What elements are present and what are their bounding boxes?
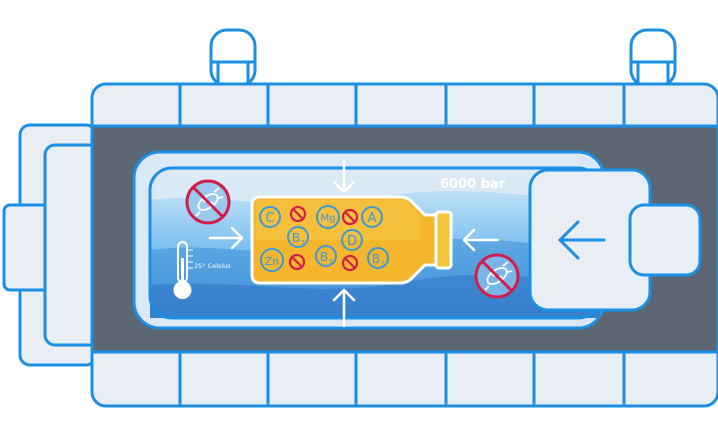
nutrient-d: D xyxy=(341,229,363,251)
forbidden-icon xyxy=(289,205,307,223)
machine-left-blocks xyxy=(2,123,102,367)
nutrient-b1-right-label: B xyxy=(372,252,380,266)
nutrient-b1-mid-label: B xyxy=(320,250,328,264)
nutrient-c: C xyxy=(259,206,281,228)
arrow-top xyxy=(332,158,356,194)
nutrients: C Mg A B 1 D Zn B 1 B xyxy=(259,205,389,272)
nutrient-d-label: D xyxy=(347,234,357,249)
temperature-value: 25° Celsius xyxy=(194,262,231,270)
arrow-left xyxy=(208,226,244,250)
bacteria-forbidden-icon xyxy=(185,179,231,225)
nutrient-b1-top: B 1 xyxy=(287,226,309,248)
bottle-forbidden-icons xyxy=(288,205,359,272)
forbidden-icon xyxy=(341,208,359,226)
forbidden-icon xyxy=(341,254,359,272)
nutrient-b1-sub: 1 xyxy=(301,239,305,247)
handle-left xyxy=(209,28,257,88)
nutrient-a-label: A xyxy=(368,211,377,226)
pressure-label: 6000 bar xyxy=(440,177,506,192)
top-segments xyxy=(178,84,626,126)
nutrient-b1-mid: B 1 xyxy=(315,245,337,267)
nutrient-zn-label: Zn xyxy=(265,255,280,268)
handle-right xyxy=(629,28,677,88)
piston-arrow-icon xyxy=(558,220,606,260)
bottom-segments xyxy=(178,352,626,406)
nutrient-mg: Mg xyxy=(316,205,340,229)
temperature-label: 25° Celsius xyxy=(194,262,231,270)
nutrient-zn: Zn xyxy=(260,248,284,272)
thermometer-icon xyxy=(173,241,193,299)
bottle-cap xyxy=(434,210,453,270)
arrow-bottom xyxy=(332,288,356,328)
nutrient-b1-mid-sub: 1 xyxy=(329,258,333,266)
arrow-right xyxy=(462,228,500,252)
nutrient-b1-right: B 1 xyxy=(367,247,389,269)
nutrient-mg-label: Mg xyxy=(321,213,336,224)
nutrient-c-label: C xyxy=(265,211,274,226)
nutrient-a: A xyxy=(361,206,383,228)
nutrient-b1-label: B xyxy=(292,231,300,245)
bacteria-forbidden-icon xyxy=(474,253,520,299)
nutrient-b1-right-sub: 1 xyxy=(381,260,385,268)
forbidden-icon xyxy=(288,253,306,271)
pressure-arrow-icon xyxy=(208,158,500,328)
